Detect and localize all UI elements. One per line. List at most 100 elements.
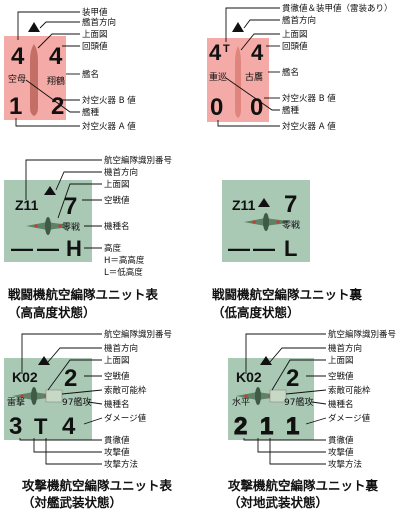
plane-top-view	[12, 387, 56, 405]
turn-value: 4	[251, 40, 264, 65]
label-attack-method: 攻撃方法	[328, 459, 362, 470]
label-bow: 機首方向	[104, 167, 138, 178]
bow-direction-icon	[28, 22, 40, 32]
attack-counter-back: K02 2 水平 97艦攻 2 1 1 航空編隊識別番号 機首方向 上	[228, 329, 396, 510]
penetration-value: 3	[9, 413, 22, 440]
label-turn: 回頭値	[82, 41, 108, 52]
label-altitude: 高度	[104, 243, 122, 254]
label-attack: 攻撃値	[104, 447, 130, 458]
plane-top-view	[236, 387, 280, 405]
altitude-dash-left: —	[228, 236, 250, 261]
aircraft-type: 雷撃	[7, 396, 25, 408]
callout-lines	[15, 11, 80, 127]
turn-value: 4	[49, 43, 63, 70]
air-combat-value: 2	[64, 365, 77, 392]
label-altitude-l: L＝低高度	[104, 267, 143, 278]
label-top-view: 上面図	[104, 356, 130, 366]
label-name: 艦名	[82, 69, 99, 80]
unit-id: Z11	[15, 197, 39, 213]
label-aircraft-name: 機種名	[328, 399, 354, 410]
caption-fighter-back: 戦闘機航空編隊ユニット裏	[212, 287, 363, 302]
attack-value: 1	[260, 413, 273, 440]
caption-attack-back-sub: （対地武装状態）	[228, 495, 328, 510]
label-aircraft-name: 機種名	[104, 399, 130, 410]
callout-lines	[243, 333, 327, 465]
label-aircraft-name: 機種名	[104, 221, 130, 232]
ship-hull-top-view	[235, 46, 241, 118]
aircraft-name: 97艦攻	[284, 396, 313, 408]
label-search-frame: 索敵可能枠	[328, 385, 371, 396]
label-name: 艦名	[282, 67, 299, 78]
search-frame	[269, 389, 287, 403]
aircraft-name: 零戦	[62, 221, 80, 233]
altitude-dash-mid: —	[37, 236, 59, 261]
air-combat-value: 7	[64, 193, 77, 220]
label-penetration: 貫徹値	[328, 435, 354, 446]
label-air-combat: 空戦値	[328, 371, 354, 382]
ship-name: 翔鶴	[47, 75, 65, 87]
damage-value: 4	[62, 413, 76, 440]
attack-counter-front: K02 2 雷撃 97艦攻 3 T 4 航空編隊識別番号 機首方向 上	[4, 329, 173, 510]
aa-a-value: 0	[210, 94, 223, 121]
label-altitude-h: H＝高高度	[104, 255, 145, 266]
label-penetration-armor: 貫徹値＆装甲値（雷装あり）	[282, 3, 393, 14]
bow-direction-icon	[44, 186, 56, 195]
callout-lines	[25, 159, 102, 249]
altitude-dash-mid: —	[253, 236, 275, 261]
label-top-view: 上面図	[328, 356, 354, 366]
label-bow: 艦首方向	[82, 17, 116, 28]
label-air-combat: 空戦値	[104, 195, 130, 206]
altitude-value: L	[284, 236, 297, 261]
torpedo-marker: T	[223, 43, 230, 55]
penetration-value: 2	[234, 413, 247, 440]
ship-hull-top-view	[30, 44, 38, 116]
aircraft-name: 零戦	[282, 219, 300, 231]
damage-value: 1	[286, 413, 299, 440]
label-bow: 機首方向	[104, 343, 138, 354]
air-combat-value: 7	[284, 191, 297, 218]
fighter-counter-front: Z11 7 零戦 — — H 航空編隊識別番号 機首方向 上面図 空戦値 機種名…	[4, 155, 172, 320]
aa-b-value: 2	[51, 93, 64, 120]
label-aa-a: 対空火器 A 値	[82, 121, 136, 132]
ship-type: 重巡	[209, 71, 227, 83]
label-damage: ダメージ値	[328, 413, 371, 424]
plane-top-view	[244, 213, 288, 231]
label-turn: 回頭値	[282, 41, 308, 52]
attack-method: T	[34, 414, 48, 439]
ship-name: 古鷹	[245, 71, 263, 83]
caption-attack-back: 攻撃機航空編隊ユニット裏	[228, 478, 379, 493]
caption-fighter-back-sub: （低高度状態）	[212, 305, 300, 320]
label-attack: 攻撃値	[328, 447, 354, 458]
label-aa-b: 対空火器 B 値	[82, 95, 136, 106]
label-bow: 機首方向	[328, 343, 362, 354]
bow-direction-icon	[232, 22, 244, 32]
label-damage: ダメージ値	[104, 413, 147, 424]
label-air-combat: 空戦値	[104, 371, 130, 382]
caption-fighter-front-sub: （高高度状態）	[8, 305, 96, 320]
label-bow: 艦首方向	[282, 15, 316, 26]
label-armor: 装甲値	[82, 7, 108, 18]
label-aa-a: 対空火器 A 値	[282, 121, 336, 132]
caption-fighter-front: 戦闘機航空編隊ユニット表	[8, 287, 159, 302]
armor-value: 4	[11, 43, 25, 70]
callout-lines	[19, 333, 103, 465]
plane-top-view	[26, 217, 70, 235]
aa-a-value: 1	[9, 93, 22, 120]
label-aa-b: 対空火器 B 値	[282, 93, 336, 104]
label-top-view: 上面図	[104, 180, 130, 190]
aircraft-type: 水平	[232, 396, 250, 408]
callout-lines	[217, 7, 280, 127]
caption-attack-front-sub: （対艦武装状態）	[22, 495, 122, 510]
air-combat-value: 2	[286, 365, 299, 392]
label-unit-id: 航空編隊識別番号	[104, 155, 172, 166]
label-type: 艦種	[282, 105, 300, 116]
altitude-dash-left: —	[11, 236, 33, 261]
label-penetration: 貫徹値	[104, 435, 130, 446]
unit-id: Z11	[232, 197, 256, 213]
unit-id: K02	[236, 369, 262, 385]
fighter-counter-back: Z11 7 零戦 — — L 戦闘機航空編隊ユニット裏 （低高度状態）	[212, 180, 363, 320]
unit-id: K02	[12, 369, 38, 385]
label-attack-method: 攻撃方法	[104, 459, 138, 470]
ship-type: 空母	[8, 73, 26, 85]
